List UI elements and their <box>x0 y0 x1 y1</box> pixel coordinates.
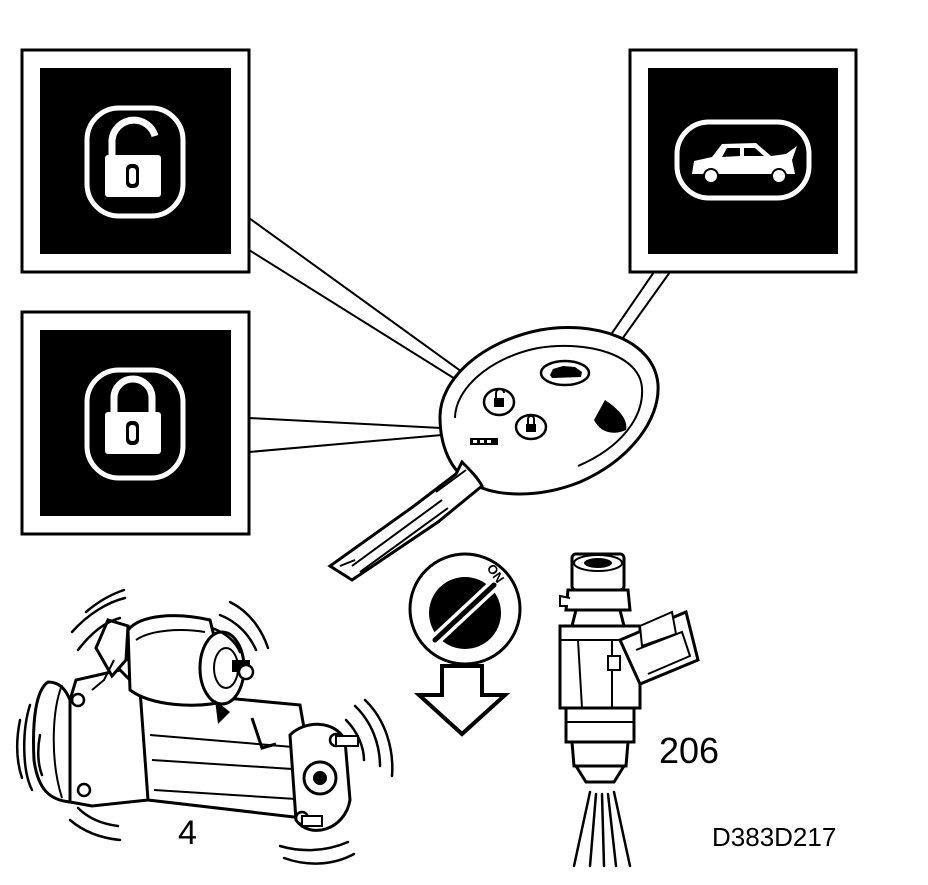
trunk-button <box>539 359 591 387</box>
fuel-spray <box>572 790 632 868</box>
key-blade <box>327 459 484 582</box>
fob-logo <box>470 438 498 445</box>
fuel-injector-label: 206 <box>659 730 720 771</box>
key-fob <box>438 325 660 496</box>
down-arrow-icon <box>413 664 511 737</box>
lock-button <box>514 413 548 441</box>
lock-icon <box>84 367 186 481</box>
vibration-marks <box>16 588 394 865</box>
car-trunk-icon <box>674 119 812 201</box>
lock-callout <box>20 310 251 536</box>
trunk-callout <box>628 48 858 274</box>
fuel-injector <box>558 552 700 784</box>
figure-code: D383D217 <box>712 822 837 852</box>
ignition-symbol: ON <box>408 552 522 666</box>
starter-motor <box>32 614 359 832</box>
unlock-callout <box>20 48 251 274</box>
unlock-button <box>482 387 516 417</box>
starter-motor-label: 4 <box>178 814 197 852</box>
unlock-icon <box>84 105 186 219</box>
